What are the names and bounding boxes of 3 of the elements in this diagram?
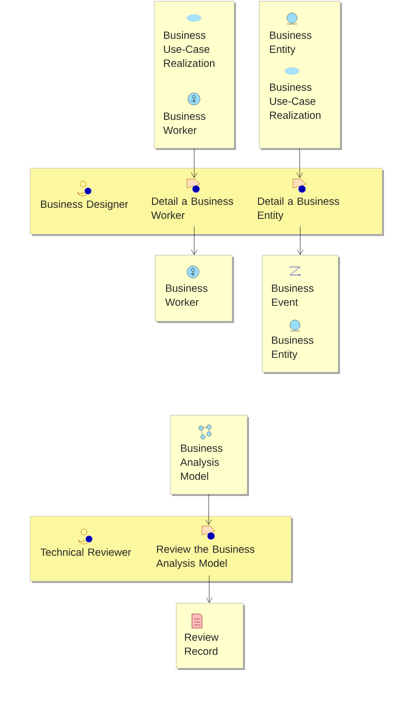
arrow [206,575,212,603]
arrow [206,494,212,525]
artifact-label: Business Worker [165,284,208,306]
